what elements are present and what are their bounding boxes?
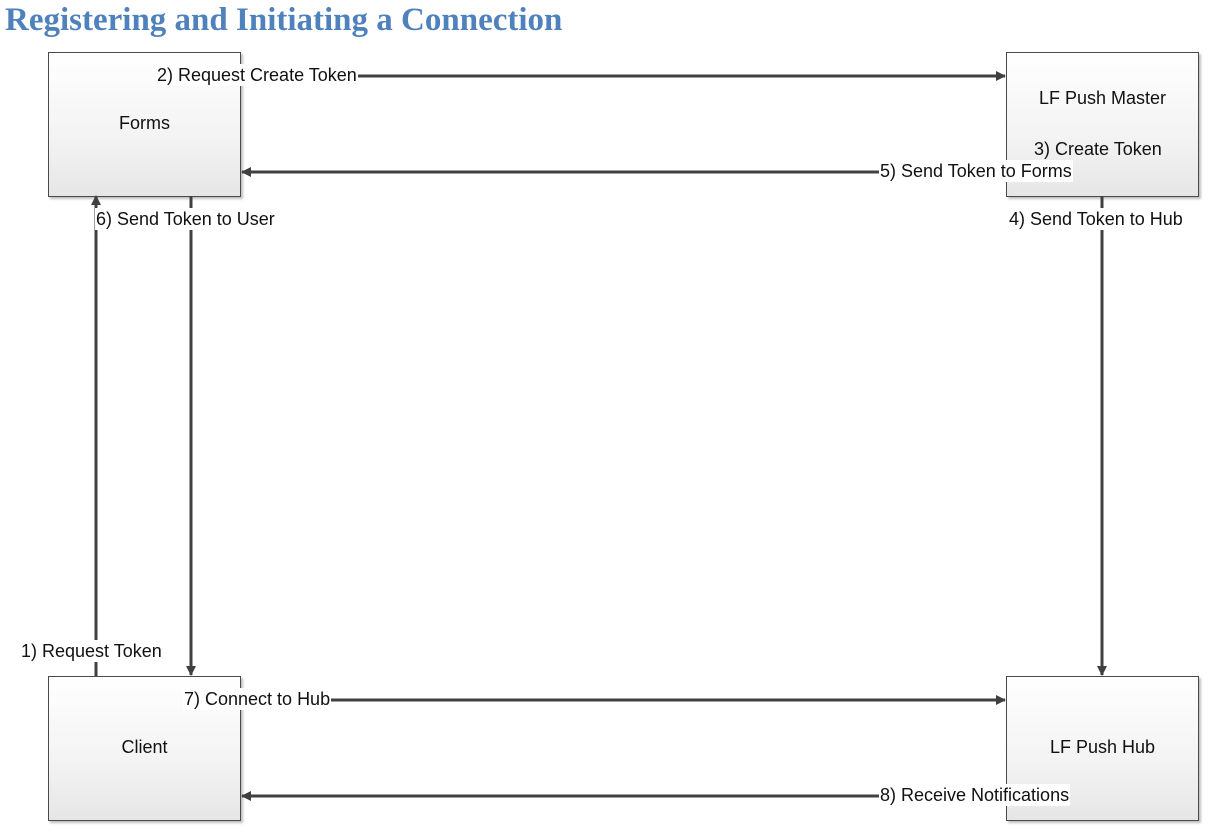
lf-push-hub-label: LF Push Hub — [1049, 737, 1156, 757]
client-node-label: Client — [121, 737, 168, 757]
label-connect-to-hub: 7) Connect to Hub — [183, 688, 332, 710]
label-send-token-to-user: 6) Send Token to User — [95, 208, 276, 230]
label-request-create-token: 2) Request Create Token — [156, 64, 358, 86]
page-title: Registering and Initiating a Connection — [5, 2, 563, 38]
label-send-token-to-forms: 5) Send Token to Forms — [879, 160, 1073, 182]
lf-push-master-label: LF Push Master — [1038, 88, 1167, 108]
label-send-token-to-hub: 4) Send Token to Hub — [1008, 208, 1184, 230]
label-request-token: 1) Request Token — [20, 640, 163, 662]
create-token-note: 3) Create Token — [1034, 139, 1162, 159]
label-receive-notifications: 8) Receive Notifications — [879, 784, 1071, 806]
forms-node-label: Forms — [119, 113, 170, 133]
